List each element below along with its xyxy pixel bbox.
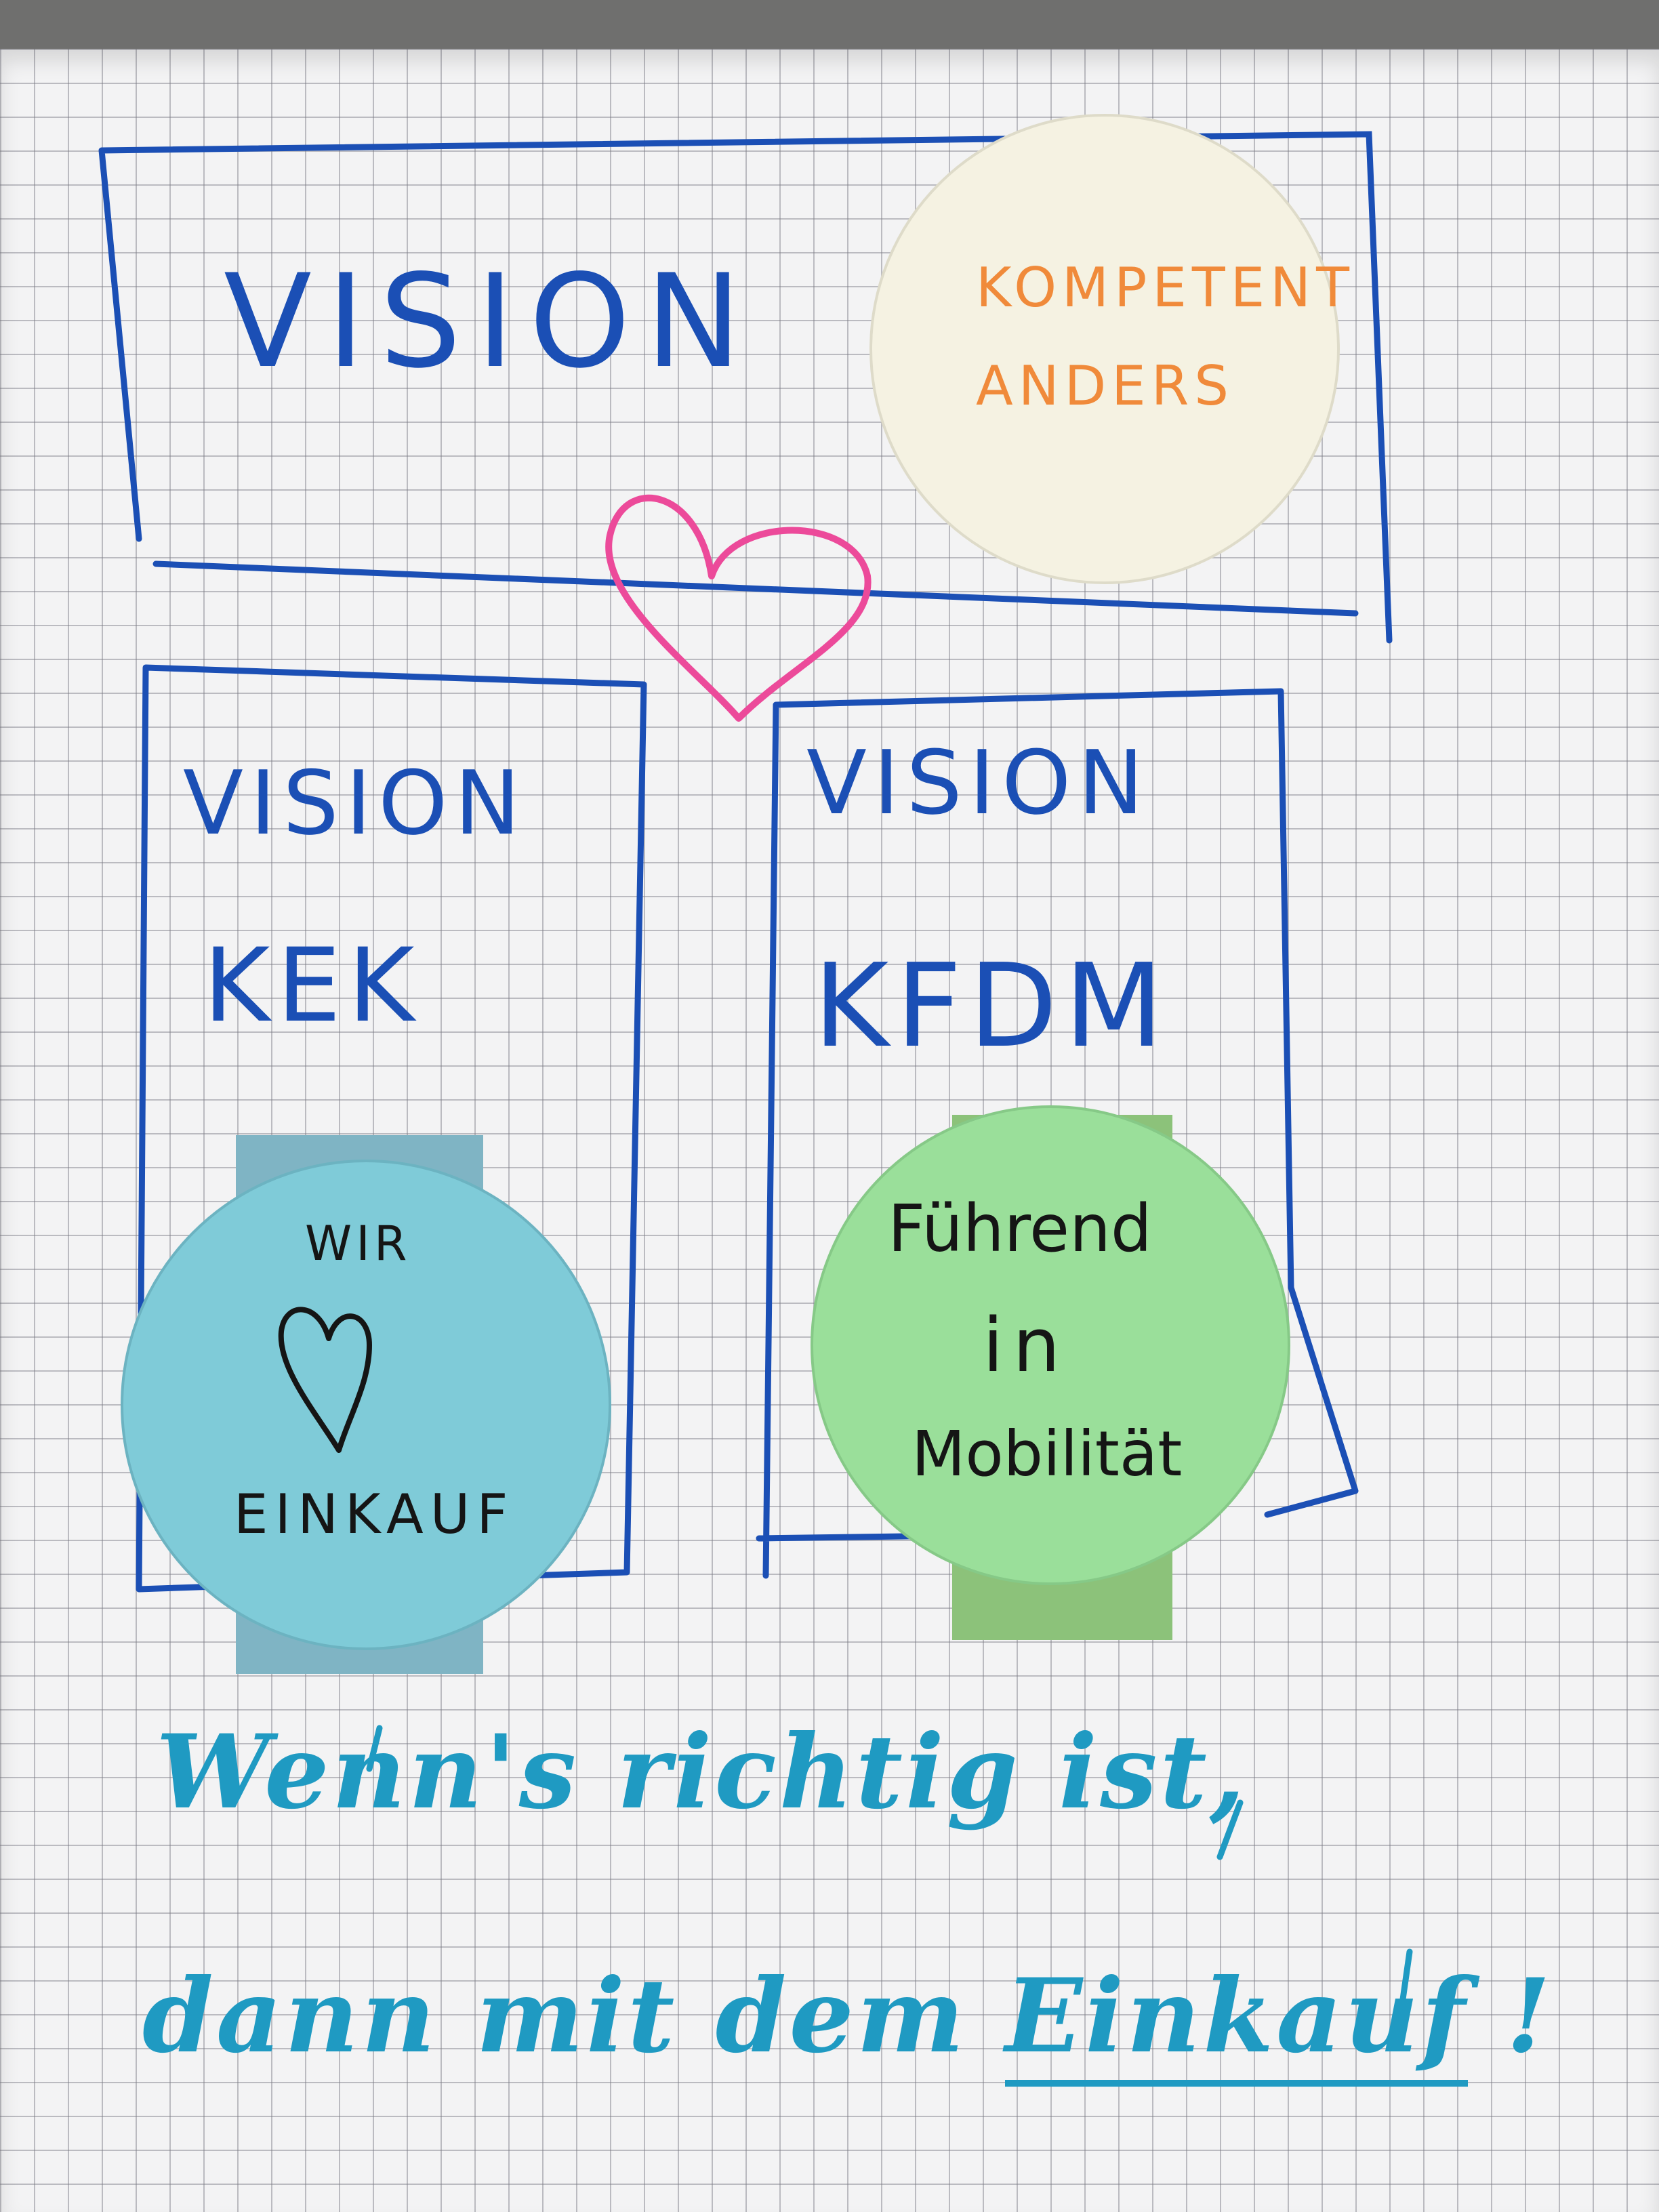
- green-sticker-line-3: Mobilität: [912, 1418, 1183, 1490]
- small-heart-icon: [278, 1307, 372, 1453]
- left-box-frame: [136, 664, 647, 1593]
- footer-emphasis: Einkauf: [1004, 1957, 1468, 2087]
- left-box-title: VISION: [183, 752, 527, 855]
- footer-line-2-prefix: dann mit dem: [142, 1957, 967, 2076]
- heart-icon: [605, 494, 872, 722]
- green-sticker: [811, 1105, 1290, 1585]
- left-box-subtitle: KEK: [203, 927, 422, 1045]
- top-box-title: VISION: [224, 247, 757, 396]
- script-strokes: [366, 1725, 1413, 2050]
- blue-sticker-line-1: WIR: [305, 1216, 411, 1271]
- blue-sticker-line-2: EINKAUF: [234, 1483, 515, 1546]
- right-box-title: VISION: [806, 731, 1151, 834]
- cream-sticker-line-1: KOMPETENT: [976, 256, 1355, 319]
- footer-line-2-suffix: !: [1506, 1957, 1554, 2076]
- top-box-frame: [98, 131, 1393, 644]
- footer-line-2: dann mit dem Einkauf !: [142, 1957, 1553, 2087]
- blue-sticker: [121, 1160, 611, 1650]
- cream-sticker-line-2: ANDERS: [976, 354, 1235, 417]
- green-sticker-line-2: in: [983, 1302, 1070, 1389]
- right-box-subtitle: KFDM: [813, 939, 1170, 1073]
- green-sticker-line-1: Führend: [888, 1191, 1152, 1267]
- cream-sticker: [869, 114, 1340, 584]
- footer-line-1: Wenn's richtig ist,: [156, 1713, 1248, 1832]
